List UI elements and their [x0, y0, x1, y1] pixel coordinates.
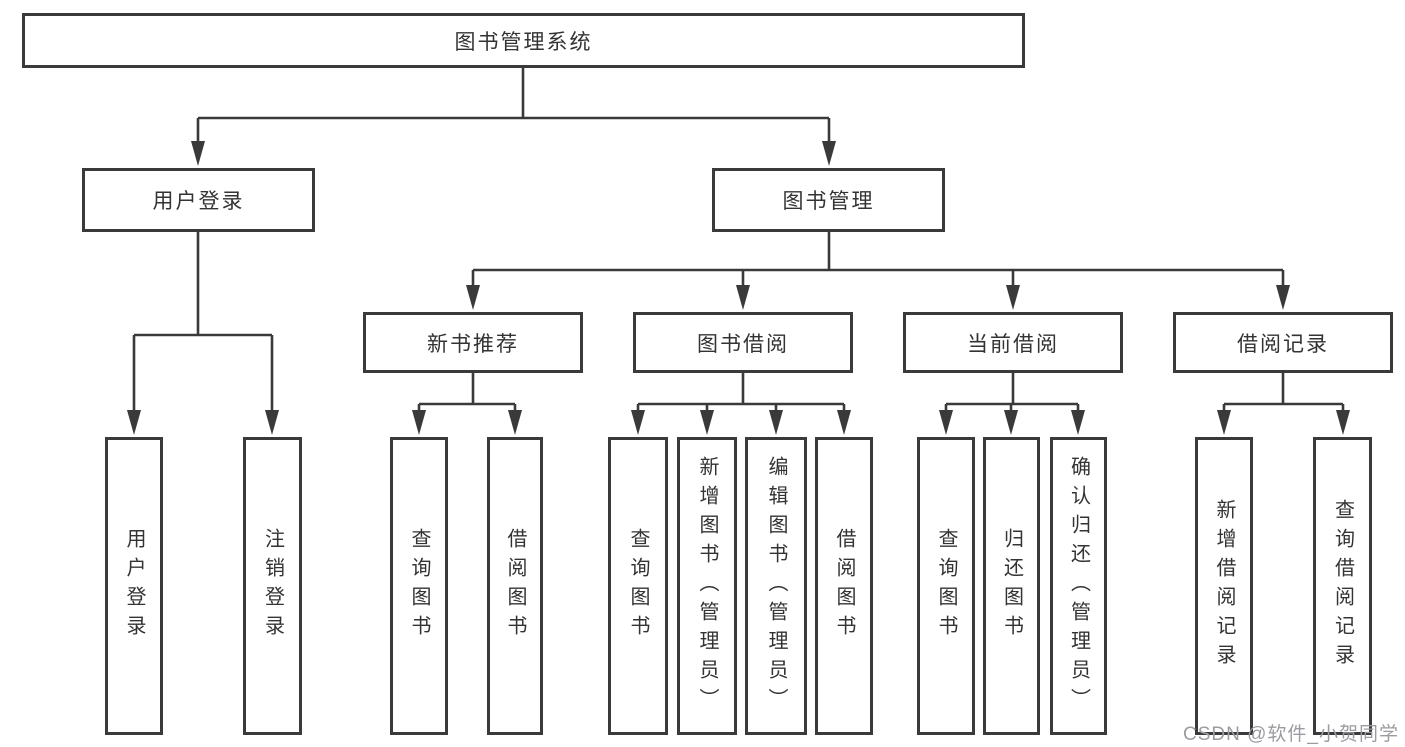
- node-label: 确认归还（管理员）: [1067, 455, 1090, 717]
- node-library-system: 图书管理系统: [22, 13, 1025, 68]
- leaf-edit-book-admin: 编辑图书（管理员）: [745, 437, 807, 735]
- leaf-add-book-admin: 新增图书（管理员）: [677, 437, 737, 735]
- leaf-borrow-book-1: 借阅图书: [487, 437, 543, 735]
- node-label: 查询图书: [627, 528, 649, 644]
- leaf-query-borrow-record: 查询借阅记录: [1313, 437, 1372, 735]
- node-label: 用户登录: [152, 190, 245, 213]
- node-label: 当前借阅: [967, 332, 1059, 356]
- leaf-return-book: 归还图书: [983, 437, 1040, 735]
- node-label: 新增借阅记录: [1213, 499, 1235, 673]
- watermark: CSDN @软件_小贺同学: [1183, 724, 1399, 745]
- node-label: 图书管理系统: [454, 30, 593, 54]
- node-label: 查询图书: [935, 528, 957, 644]
- node-label: 查询借阅记录: [1331, 499, 1354, 673]
- node-label: 用户登录: [123, 528, 145, 644]
- leaf-logout: 注销登录: [243, 437, 302, 735]
- node-new-book-recommend: 新书推荐: [363, 312, 583, 373]
- node-label: 图书借阅: [697, 332, 789, 356]
- leaf-confirm-return-admin: 确认归还（管理员）: [1050, 437, 1107, 735]
- node-current-borrow: 当前借阅: [903, 312, 1123, 373]
- node-label: 注销登录: [261, 528, 284, 644]
- node-user-login: 用户登录: [82, 168, 315, 232]
- node-label: 图书管理: [782, 190, 875, 213]
- leaf-query-book-3: 查询图书: [917, 437, 975, 735]
- node-label: 借阅图书: [833, 528, 855, 644]
- node-label: 借阅图书: [504, 528, 526, 644]
- node-label: 查询图书: [408, 528, 430, 644]
- node-label: 借阅记录: [1237, 332, 1329, 356]
- node-borrow-record: 借阅记录: [1173, 312, 1393, 373]
- node-book-management: 图书管理: [712, 168, 945, 232]
- node-book-borrow: 图书借阅: [633, 312, 853, 373]
- leaf-user-login: 用户登录: [105, 437, 163, 735]
- node-label: 新书推荐: [427, 332, 519, 356]
- node-label: 编辑图书（管理员）: [765, 455, 787, 717]
- node-label: 归还图书: [1000, 528, 1023, 644]
- node-label: 新增图书（管理员）: [696, 455, 718, 717]
- leaf-borrow-book-2: 借阅图书: [815, 437, 873, 735]
- leaf-query-book-1: 查询图书: [390, 437, 448, 735]
- leaf-add-borrow-record: 新增借阅记录: [1195, 437, 1253, 735]
- leaf-query-book-2: 查询图书: [608, 437, 668, 735]
